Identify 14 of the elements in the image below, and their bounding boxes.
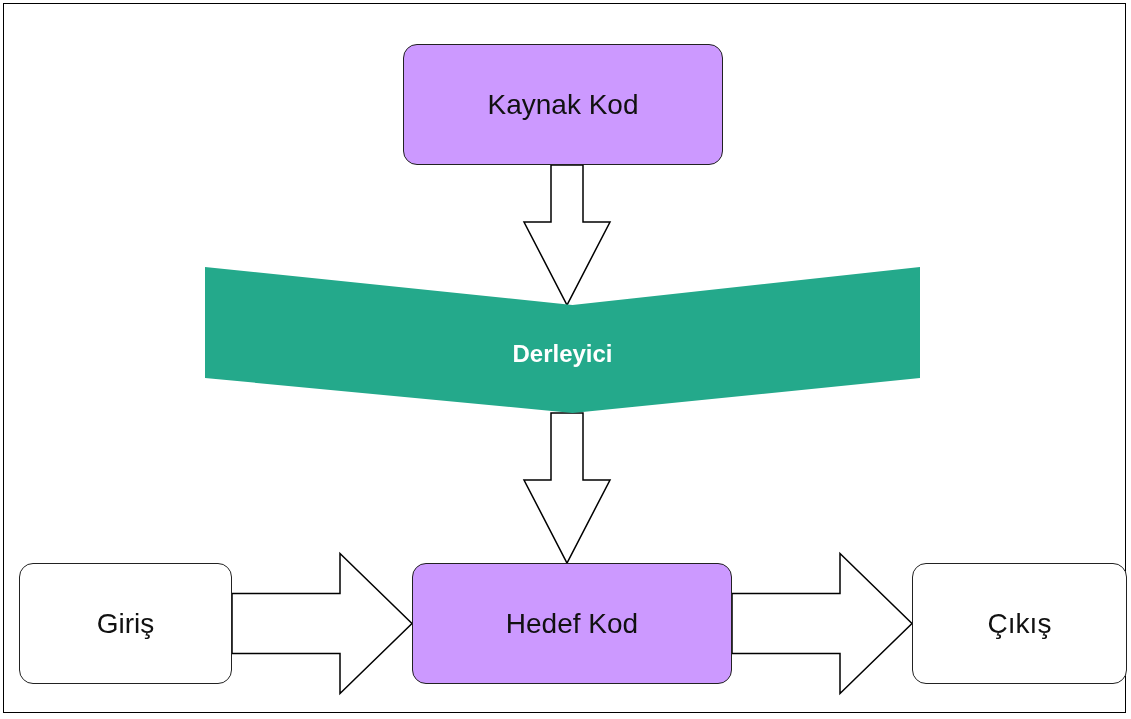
process-box: [403, 44, 723, 165]
node-label: Giriş: [96, 607, 155, 640]
process-box: [19, 563, 232, 684]
block-arrow: [522, 164, 612, 307]
block-arrow: [522, 412, 612, 565]
node-label: Kaynak Kod: [487, 88, 639, 121]
compiler-band: [205, 267, 920, 413]
block-arrow: [231, 551, 414, 696]
node-label: Çıkış: [987, 607, 1052, 640]
block-arrow: [731, 551, 914, 696]
process-box: [912, 563, 1127, 684]
node-label: Derleyici: [512, 340, 613, 368]
process-box: [412, 563, 732, 684]
node-label: Hedef Kod: [505, 607, 639, 640]
